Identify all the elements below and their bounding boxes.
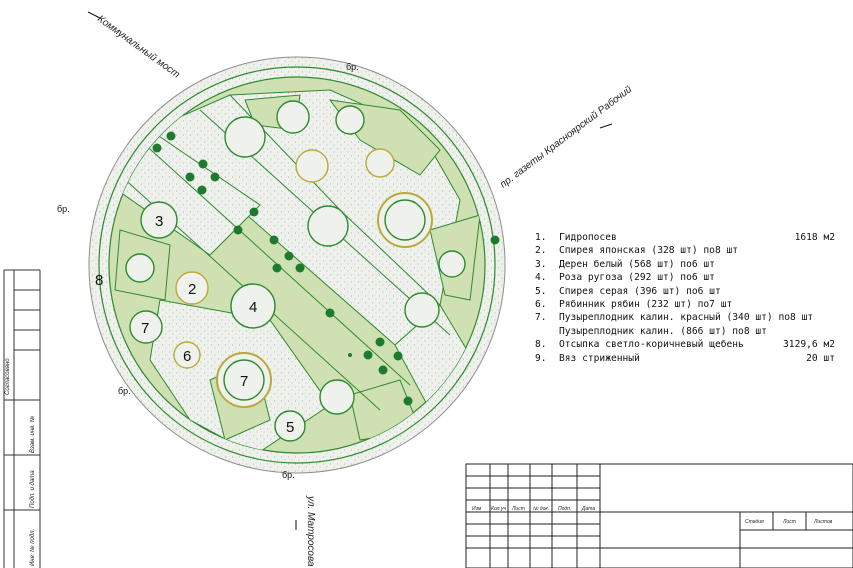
street-lines xyxy=(87,11,613,530)
stamp-col: Подп. xyxy=(558,506,572,512)
tree-icon xyxy=(393,351,403,361)
bed xyxy=(319,379,355,415)
tree-icon xyxy=(166,131,176,141)
bed xyxy=(129,310,163,344)
bed xyxy=(404,292,440,328)
bed xyxy=(295,149,329,183)
stamp-right: Листов xyxy=(814,519,833,525)
bed-number: 7 xyxy=(141,320,149,337)
side-label: Согласовано xyxy=(5,358,11,395)
tree-icon xyxy=(198,159,208,169)
tree-icon xyxy=(185,172,195,182)
edge-label: бр. xyxy=(118,386,131,396)
bed xyxy=(173,341,201,369)
bed-number: 7 xyxy=(240,373,248,390)
legend-row: 4.Роза ругоза (292 шт) по6 шт xyxy=(535,272,715,284)
bed xyxy=(384,199,426,241)
tree-icon xyxy=(249,207,259,217)
tree-icon xyxy=(378,365,388,375)
bed-numbers: 3 2 7 6 7 4 5 xyxy=(141,213,294,436)
bed-number: 2 xyxy=(188,281,196,298)
bed xyxy=(276,100,310,134)
edge-label: бр. xyxy=(57,204,70,214)
bridge-label: Коммунальный мост xyxy=(95,14,181,81)
bed-number: 5 xyxy=(286,419,294,436)
tree-icon xyxy=(295,263,305,273)
bed xyxy=(125,253,155,283)
bed xyxy=(175,271,209,305)
bed xyxy=(365,148,395,178)
edge-label: бр. xyxy=(346,62,359,72)
stamp-col: Дата xyxy=(582,506,596,512)
tree-icon xyxy=(348,353,352,357)
legend-row: 3.Дерен белый (568 шт) по6 шт xyxy=(535,258,715,270)
stamp-col: Изм xyxy=(472,506,482,512)
side-label: Подп. и дата xyxy=(30,470,36,508)
bed-number: 4 xyxy=(249,299,257,316)
ring-number: 8 xyxy=(95,272,103,289)
legend-row: 2.Спирея японская (328 шт) по8 шт xyxy=(535,245,739,257)
tree-icon xyxy=(363,350,373,360)
tree-icon xyxy=(272,263,282,273)
bed xyxy=(335,105,365,135)
tree-icon xyxy=(210,172,220,182)
tree-icon xyxy=(284,251,294,261)
bed xyxy=(230,283,276,329)
trees xyxy=(152,131,500,406)
title-block xyxy=(465,463,853,568)
legend-row: 6.Рябинник рябин (232 шт) по7 шт xyxy=(535,298,733,310)
street-label: ул. Матросова xyxy=(305,495,316,567)
plant-beds xyxy=(125,100,466,442)
bed-number: 3 xyxy=(155,213,163,230)
tree-icon xyxy=(403,396,413,406)
tree-icon xyxy=(375,337,385,347)
bed xyxy=(223,359,265,401)
side-label: Инв. № подл. xyxy=(30,528,36,566)
tree-icon xyxy=(490,235,500,245)
stamp-col: Лист xyxy=(512,506,525,512)
legend-row: 7.Пузыреплодник калин. красный (340 шт) … xyxy=(535,312,814,324)
bed xyxy=(140,201,178,239)
tree-icon xyxy=(233,225,243,235)
edge-labels: бр. бр. бр. бр. 8 xyxy=(57,62,359,480)
tree-icon xyxy=(269,235,279,245)
legend-row: Пузыреплодник калин. (866 шт) по8 шт xyxy=(559,325,767,337)
bed xyxy=(224,116,266,158)
side-label: Взам. инв. № xyxy=(30,415,36,453)
side-frame xyxy=(3,269,41,568)
tree-icon xyxy=(197,185,207,195)
tree-icon xyxy=(325,308,335,318)
bed xyxy=(438,250,466,278)
bed xyxy=(307,205,349,247)
legend-row: 5.Спирея серая (396 шт) по6 шт xyxy=(535,285,721,297)
edge-label: бр. xyxy=(282,470,295,480)
stamp-col: Кол.уч xyxy=(491,506,506,512)
bed-number: 6 xyxy=(183,348,191,365)
stamp-col: № док. xyxy=(533,506,550,512)
prospect-label: пр. газеты Красноярский Рабочий xyxy=(498,83,635,190)
bed xyxy=(274,410,306,442)
stamp-right: Лист xyxy=(783,519,796,525)
stamp-right: Стадия xyxy=(745,519,764,525)
tree-icon xyxy=(152,143,162,153)
